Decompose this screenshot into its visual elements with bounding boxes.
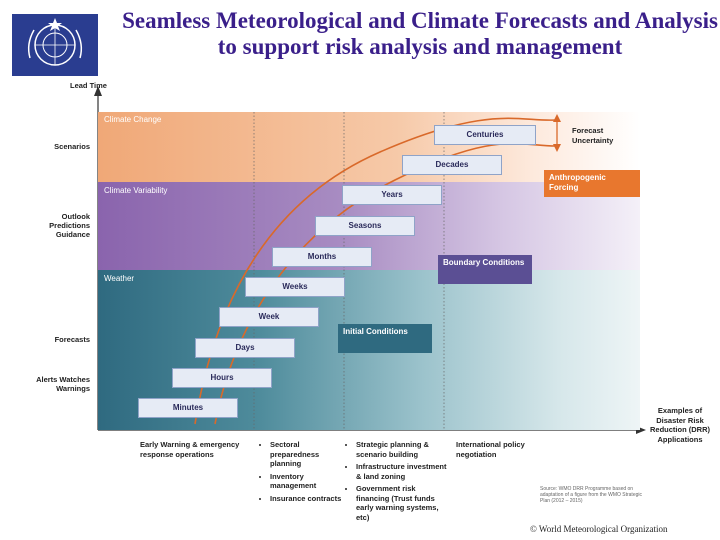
application-item: Government risk financing (Trust funds e… [356, 484, 448, 522]
forecast-uncertainty-label: Forecast Uncertainty [572, 126, 614, 145]
forecasts-label: Forecasts [54, 335, 90, 344]
slide-title: Seamless Meteorological and Climate Fore… [122, 8, 718, 59]
boundary-conditions-box: Boundary Conditions [438, 255, 532, 284]
hours-box: Hours [172, 368, 272, 388]
seasons-box: Seasons [315, 216, 415, 236]
weeks-box: Weeks [245, 277, 345, 297]
copyright-credit: © World Meteorological Organization [530, 524, 668, 534]
application-early-warning: Early Warning & emergency response opera… [140, 440, 240, 459]
minutes-box: Minutes [138, 398, 238, 418]
application-item: Insurance contracts [270, 494, 344, 504]
week-box: Week [219, 307, 319, 327]
days-box: Days [195, 338, 295, 358]
months-box: Months [272, 247, 372, 267]
application-international: International policy negotiation [456, 440, 525, 459]
alerts-label: Alerts Watches Warnings [36, 375, 90, 393]
upper-uncertainty-curve [194, 117, 556, 425]
climate-change-label: Climate Change [104, 115, 162, 124]
years-box: Years [342, 185, 442, 205]
application-item: Sectoral preparedness planning [270, 440, 344, 469]
centuries-box: Centuries [434, 125, 536, 145]
weather-label: Weather [104, 274, 135, 283]
application-item: Strategic planning & scenario building [356, 440, 448, 459]
y-axis-label: Lead Time [70, 81, 107, 90]
anthropogenic-forcing-box: Anthropogenic Forcing [544, 170, 640, 197]
x-axis-label: Examples of Disaster Risk Reduction (DRR… [650, 406, 710, 444]
source-note: Source: WMO DRR Programme based on adapt… [540, 486, 642, 504]
decades-box: Decades [402, 155, 502, 175]
initial-conditions-box: Initial Conditions [338, 324, 432, 353]
wmo-logo [12, 14, 98, 76]
climate-variability-label: Climate Variability [104, 186, 168, 195]
application-item: Inventory management [270, 472, 344, 491]
application-col2: Sectoral preparedness planning Inventory… [262, 440, 344, 506]
outlook-label: Outlook Predictions Guidance [49, 212, 90, 239]
scenarios-label: Scenarios [54, 142, 90, 151]
application-col3: Strategic planning & scenario building I… [348, 440, 448, 525]
application-item: Infrastructure investment & land zoning [356, 462, 448, 481]
